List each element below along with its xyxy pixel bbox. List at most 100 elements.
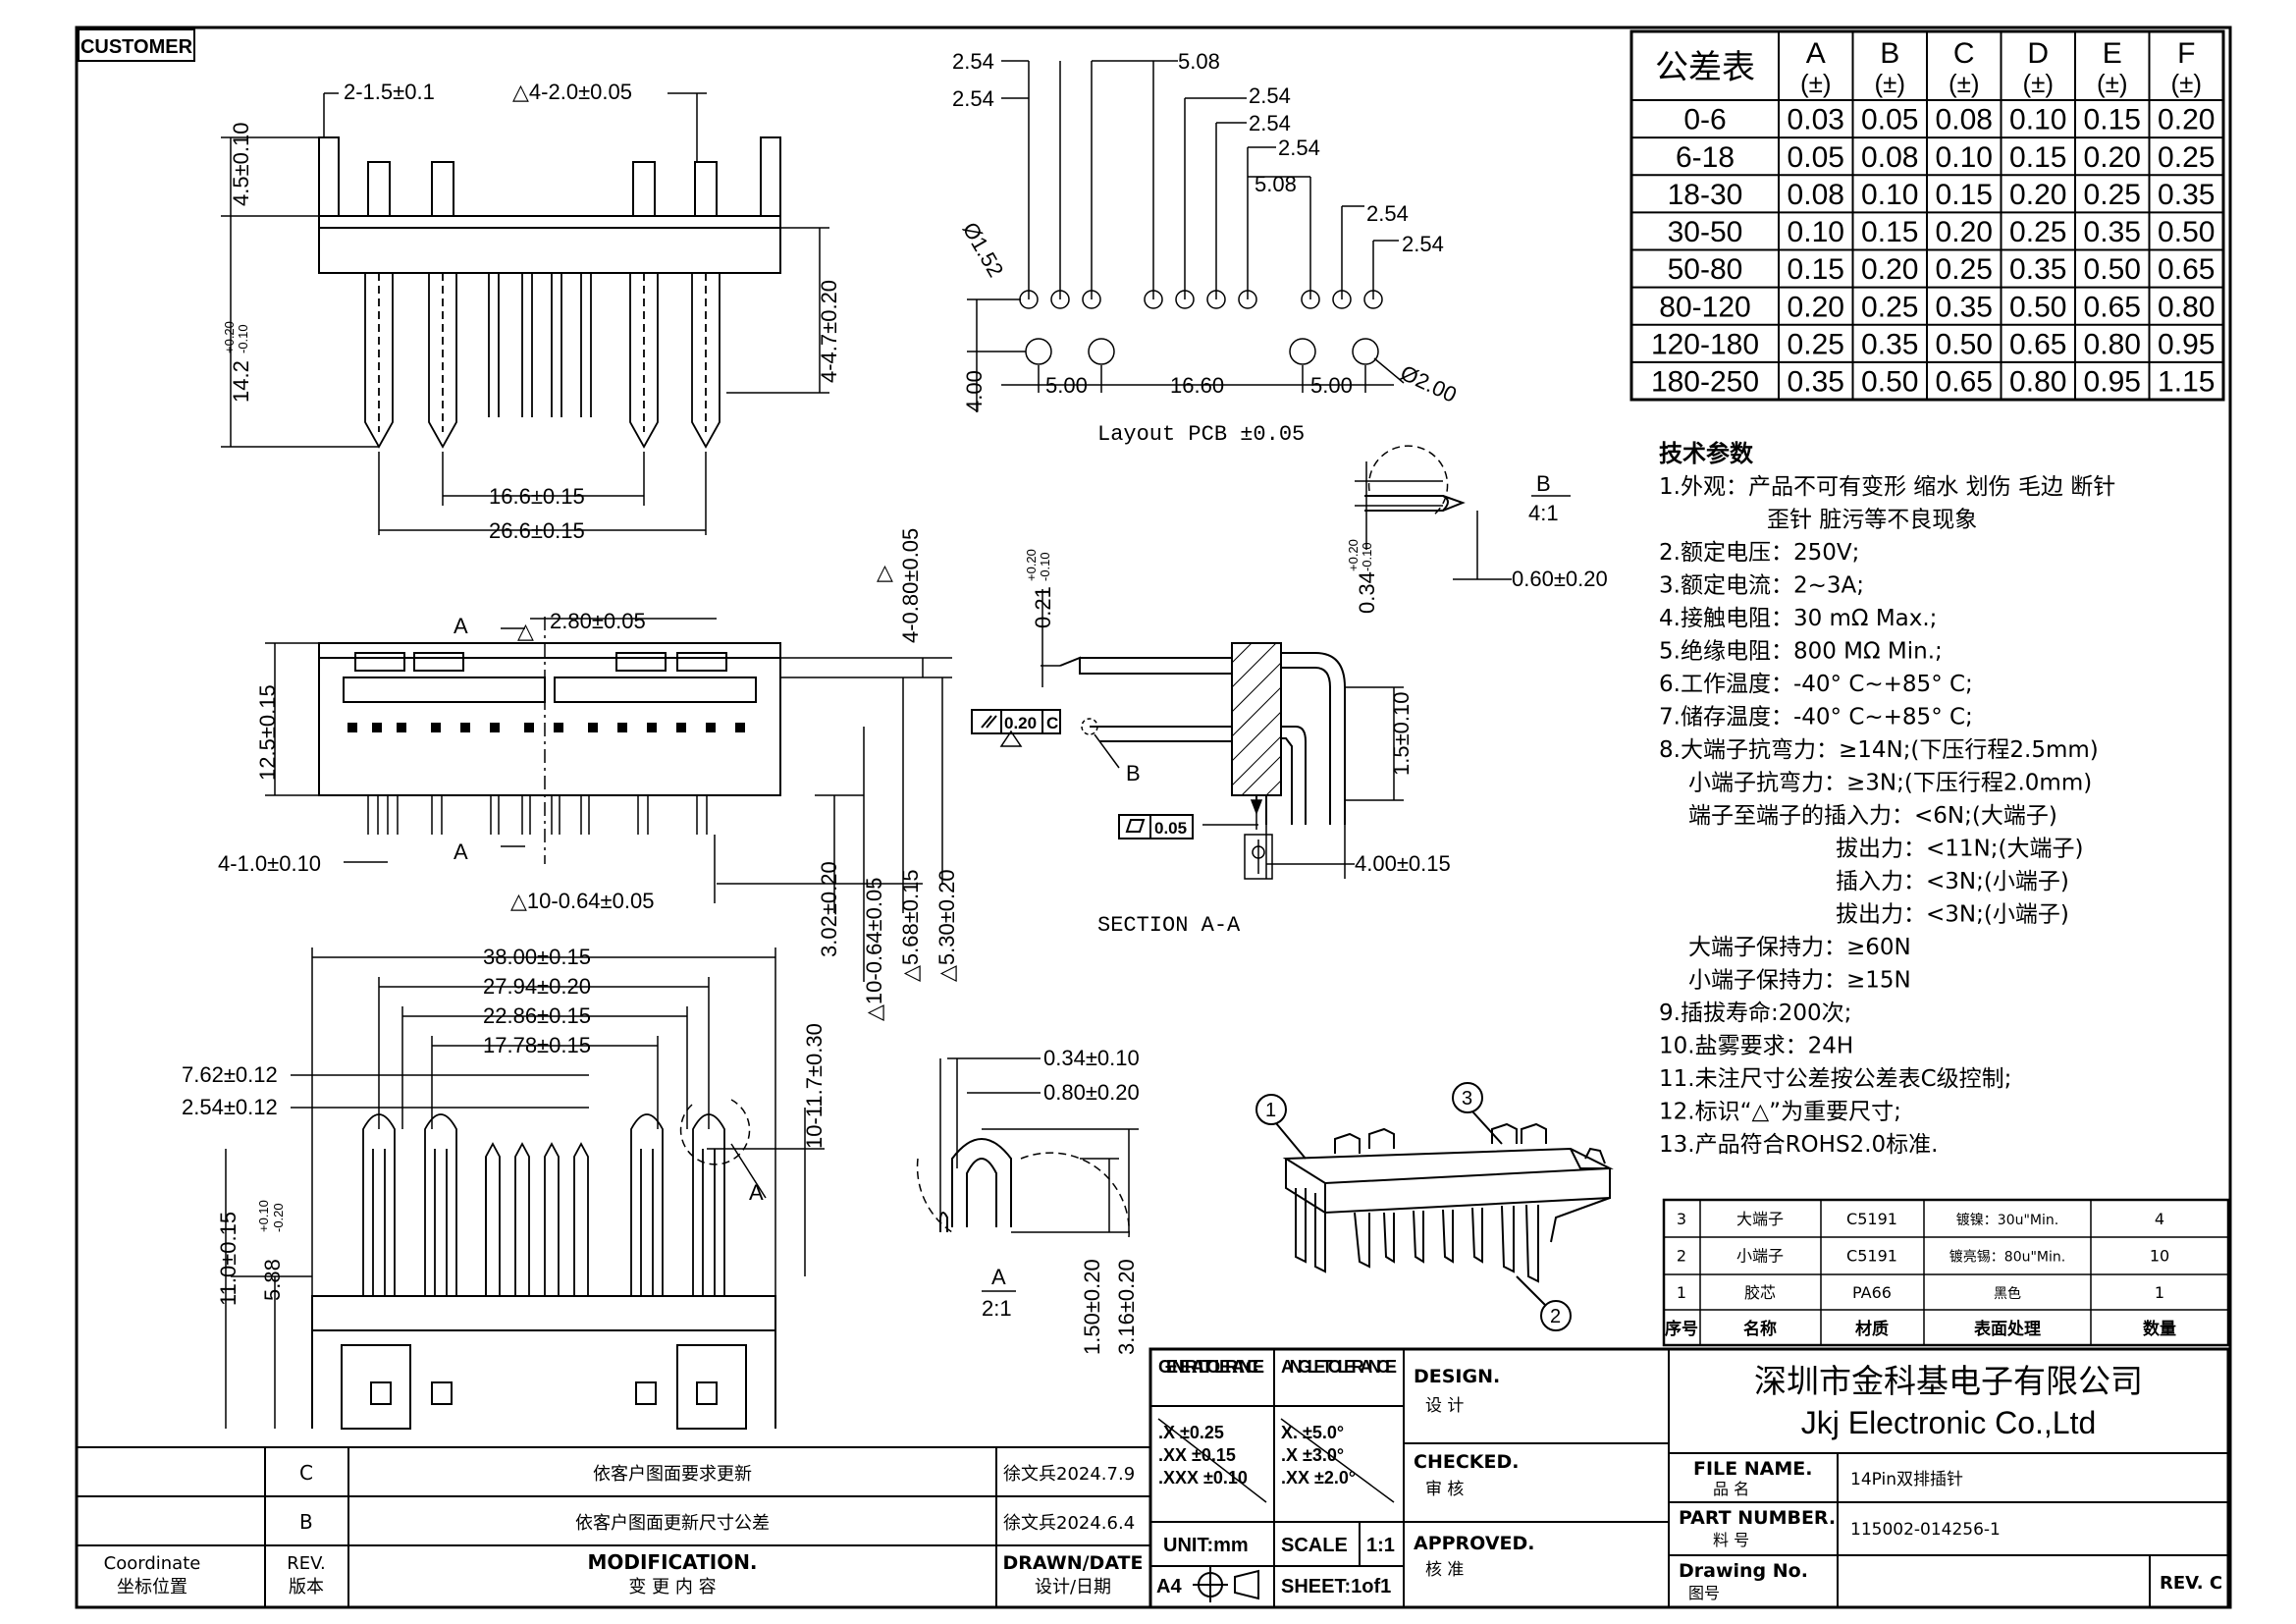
tol-value: 0.95 bbox=[2084, 366, 2141, 399]
callout-2: 2 bbox=[1550, 1306, 1561, 1327]
tol-value: 0.08 bbox=[1788, 179, 1844, 211]
sec-dim-1b: -0.10 bbox=[1038, 552, 1052, 581]
tol-value: 0.35 bbox=[1788, 366, 1844, 399]
bom-cell: C5191 bbox=[1846, 1210, 1897, 1228]
dim-top-7: 26.6±0.15 bbox=[489, 518, 585, 543]
tol-value: 0.20 bbox=[1788, 291, 1844, 323]
dim-top-6: 16.6±0.15 bbox=[489, 484, 585, 509]
detail-mark-a: A bbox=[749, 1180, 764, 1205]
tol-col-f: F bbox=[2177, 37, 2195, 70]
dim-side-1: 2.80±0.05 bbox=[550, 609, 646, 633]
dim-front-9b: -0.20 bbox=[271, 1203, 286, 1232]
dim-top-2: △4-2.0±0.05 bbox=[512, 80, 632, 104]
hdr-drawn-cn: 设计/日期 bbox=[1035, 1577, 1111, 1597]
detail-a-dim-3: 1.50±0.20 bbox=[1080, 1259, 1104, 1355]
part-number-cn: 料 号 bbox=[1713, 1531, 1749, 1549]
detail-b-dim-1: 0.34 bbox=[1355, 571, 1379, 614]
section-mark-a-bot: A bbox=[454, 839, 468, 864]
tol-value: 0.35 bbox=[2158, 179, 2215, 211]
bom-cell: 1 bbox=[2155, 1283, 2164, 1302]
dim-top-4b: -0.10 bbox=[236, 324, 250, 353]
top-view: 2-1.5±0.1 △4-2.0±0.05 4.5±0.10 14.2 +0.2… bbox=[221, 80, 841, 543]
tol-value: 0.15 bbox=[1936, 179, 1993, 211]
pcb-dim-9: 2.54 bbox=[1402, 232, 1444, 256]
section-aa: 0.21 +0.20 -0.10 0.20 C B 0.05 1.5±0.10 … bbox=[971, 549, 1451, 938]
tol-range: 80-120 bbox=[1659, 291, 1750, 323]
tech-param-line: 拔出力：<11N;(大端子) bbox=[1836, 837, 2083, 862]
bom-header: 序号 bbox=[1665, 1319, 1698, 1339]
dim-side-8: △5.68±0.15 bbox=[898, 869, 923, 982]
tech-param-line: 8.大端子抗弯力：≥14N;(下压行程2.5mm) bbox=[1659, 737, 2099, 763]
tol-value: 0.05 bbox=[1788, 141, 1844, 174]
detail-b-label: B bbox=[1536, 471, 1551, 496]
tol-title: 公差表 bbox=[1655, 48, 1755, 87]
tol-value: 0.65 bbox=[2084, 291, 2141, 323]
tol-value: 0.15 bbox=[1788, 253, 1844, 286]
tol-range: 6-18 bbox=[1676, 141, 1735, 174]
tol-value: 0.15 bbox=[2084, 104, 2141, 136]
pcb-dim-13: 16.60 bbox=[1170, 373, 1224, 398]
tol-value: 0.25 bbox=[2084, 179, 2141, 211]
fcf-parallel-value: 0.20 bbox=[1004, 714, 1037, 732]
bom-cell: 胶芯 bbox=[1744, 1283, 1776, 1302]
tech-param-line: 9.插拔寿命:200次; bbox=[1659, 1001, 1851, 1026]
dim-front-9: 5.88 bbox=[260, 1259, 285, 1301]
dim-top-4a: +0.20 bbox=[222, 321, 237, 353]
tol-value: 0.50 bbox=[2158, 216, 2215, 248]
design-cn: 设 计 bbox=[1425, 1396, 1464, 1416]
rev-b-drawn: 徐文兵2024.6.4 bbox=[1003, 1513, 1135, 1534]
tol-value: 0.15 bbox=[2009, 141, 2066, 174]
hdr-coord-en: Coordinate bbox=[104, 1553, 201, 1574]
tol-col-sub: (±) bbox=[1949, 69, 1980, 98]
tol-col-sub: (±) bbox=[1874, 69, 1905, 98]
tol-value: 0.80 bbox=[2084, 328, 2141, 360]
pcb-dim-10: Ø1.52 bbox=[958, 218, 1009, 281]
pcb-dim-15: Ø2.00 bbox=[1397, 360, 1461, 407]
gen-tol-label: GENERAL TOLERANCE bbox=[1158, 1357, 1264, 1377]
detail-b-dim-1b: -0.10 bbox=[1360, 542, 1374, 571]
sec-datum-b: B bbox=[1126, 761, 1141, 785]
bom-cell: 3 bbox=[1677, 1210, 1686, 1228]
bom-cell: 大端子 bbox=[1736, 1210, 1784, 1228]
rev-c-drawn: 徐文兵2024.7.9 bbox=[1003, 1464, 1135, 1485]
pcb-layout: 2.54 2.54 5.08 2.54 2.54 2.54 5.08 2.54 … bbox=[952, 49, 1461, 447]
hdr-drawn-en: DRAWN/DATE bbox=[1003, 1552, 1144, 1574]
dim-top-5: 4-4.7±0.20 bbox=[817, 280, 841, 383]
ang-tol-label: ANGLE TOLERANCE bbox=[1281, 1357, 1397, 1377]
pcb-dim-7: 5.08 bbox=[1255, 172, 1297, 196]
rev-c-code: C bbox=[299, 1461, 313, 1485]
pcb-dim-2: 2.54 bbox=[952, 86, 994, 111]
gen-tol-row-2: .XX ±0.15 bbox=[1158, 1445, 1236, 1465]
paper-size: A4 bbox=[1156, 1576, 1182, 1597]
pcb-dim-5: 2.54 bbox=[1249, 111, 1291, 135]
tol-value: 0.25 bbox=[2009, 216, 2066, 248]
tol-value: 0.65 bbox=[1936, 366, 1993, 399]
detail-b: B 4:1 0.34 +0.20 -0.10 0.60±0.20 bbox=[1346, 445, 1608, 614]
tol-value: 0.25 bbox=[2158, 141, 2215, 174]
bom-header: 表面处理 bbox=[1974, 1319, 2041, 1339]
tol-col-sub: (±) bbox=[2022, 69, 2054, 98]
tol-value: 0.35 bbox=[2009, 253, 2066, 286]
tol-value: 0.20 bbox=[1936, 216, 1993, 248]
tol-col-d: D bbox=[2027, 37, 2049, 70]
tol-range: 50-80 bbox=[1668, 253, 1743, 286]
pcb-dim-6: 2.54 bbox=[1278, 135, 1320, 160]
bom-cell: 2 bbox=[1677, 1247, 1686, 1266]
detail-a-label: A bbox=[991, 1265, 1006, 1289]
detail-b-dim-2: 0.60±0.20 bbox=[1512, 567, 1608, 591]
bom-cell: 黑色 bbox=[1994, 1285, 2021, 1302]
dim-side-3: 4-1.0±0.10 bbox=[218, 851, 321, 876]
pcb-dim-1: 2.54 bbox=[952, 49, 994, 74]
tol-value: 0.35 bbox=[2084, 216, 2141, 248]
dim-side-7: △10-0.64±0.05 bbox=[862, 878, 886, 1021]
customer-tag: CUSTOMER bbox=[78, 28, 195, 62]
customer-label: CUSTOMER bbox=[80, 36, 193, 58]
hdr-mod-en: MODIFICATION. bbox=[587, 1550, 757, 1574]
dim-front-6: 2.54±0.12 bbox=[182, 1095, 278, 1119]
tech-param-line: 拔出力：<3N;(小端子) bbox=[1836, 902, 2069, 928]
part-number-en: PART NUMBER. bbox=[1679, 1507, 1836, 1529]
sheet-label: SHEET:1of1 bbox=[1281, 1576, 1391, 1597]
tech-param-line: 插入力：<3N;(小端子) bbox=[1836, 869, 2069, 894]
tol-col-sub: (±) bbox=[2097, 69, 2128, 98]
